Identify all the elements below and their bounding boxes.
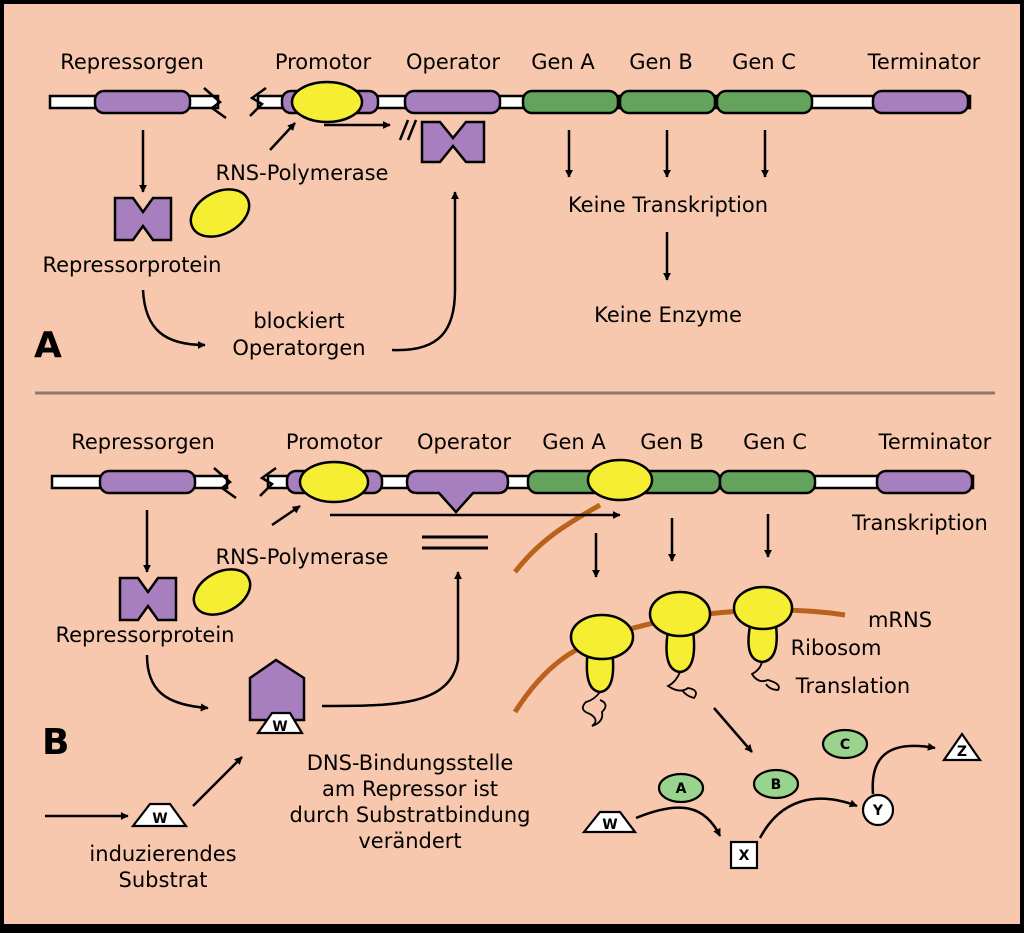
operator-gene-b (405, 469, 510, 514)
label-keine-enzyme: Keine Enzyme (594, 303, 742, 327)
enzyme-a-letter: A (676, 781, 687, 797)
inducer-bound-to-repressor (255, 711, 304, 735)
product-x-letter: X (739, 848, 750, 864)
rna-polymerase-free-a (189, 188, 251, 238)
product-x (729, 840, 759, 870)
product-y (861, 793, 895, 827)
repressor-protein-b (118, 576, 178, 622)
label-operatorgen: Operatorgen (232, 336, 365, 360)
rna-polymerase-transcribing (586, 458, 654, 502)
gene-a-a (521, 89, 620, 115)
label-operator-b: Operator (417, 430, 511, 454)
label-dns-line3: durch Substratbindung (290, 803, 531, 827)
repressor-bound-operator (420, 120, 486, 164)
panel-a: Repressorgen Promotor Operator Gen A Gen… (34, 50, 981, 366)
panel-letter-a: A (34, 325, 62, 366)
rna-polymerase-on-promoter-a (290, 80, 364, 124)
panel-b: Repressorgen Promotor Operator Gen A Gen… (42, 430, 992, 892)
terminator-gene-b (875, 469, 974, 495)
label-substrat: Substrat (119, 868, 208, 892)
label-dns-line1: DNS-Bindungsstelle (307, 751, 514, 775)
label-gen-a-a: Gen A (531, 50, 595, 74)
label-translation: Translation (795, 674, 910, 698)
label-induzierendes: induzierendes (89, 842, 236, 866)
enzyme-b (752, 768, 800, 800)
label-rns-polymerase-a: RNS-Polymerase (216, 161, 389, 185)
label-gen-b-b: Gen B (640, 430, 704, 454)
inducer-substrate-free (130, 802, 189, 828)
repressor-protein-a (113, 196, 173, 242)
dna-strand-a (48, 80, 972, 124)
label-gen-c-b: Gen C (743, 430, 807, 454)
rna-polymerase-on-promoter-b (298, 460, 370, 504)
ribosome-1 (569, 613, 635, 727)
enzyme-c (821, 728, 869, 760)
label-gen-a-b: Gen A (542, 430, 606, 454)
inducer-letter-bound: W (272, 719, 287, 735)
label-terminator-b: Terminator (878, 430, 992, 454)
product-y-letter: Y (872, 803, 884, 819)
label-gen-c-a: Gen C (732, 50, 796, 74)
label-repressorprotein-b: Repressorprotein (55, 623, 234, 647)
label-repressorgen-a: Repressorgen (60, 50, 204, 74)
label-repressorgen-b: Repressorgen (71, 430, 215, 454)
label-promotor-b: Promotor (286, 430, 383, 454)
gene-c-b (718, 469, 817, 495)
panel-letter-b: B (42, 722, 69, 763)
operator-gene-a (403, 89, 502, 115)
dna-strand-b (50, 458, 975, 514)
enzyme-c-letter: C (840, 737, 850, 753)
repressor-inactivated (248, 658, 306, 722)
label-mrns: mRNS (868, 608, 932, 632)
label-dns-line2: am Repressor ist (322, 777, 498, 801)
repressor-gene-b (98, 469, 197, 495)
label-gen-b-a: Gen B (629, 50, 693, 74)
label-blockiert: blockiert (253, 309, 344, 333)
product-z (941, 732, 983, 762)
inducer-letter-free: W (152, 811, 167, 827)
gene-b-a (618, 89, 717, 115)
gene-c-a (715, 89, 814, 115)
ribosome-3 (732, 585, 794, 691)
enzyme-a (657, 772, 705, 804)
label-dns-line4: verändert (358, 829, 461, 853)
label-promotor-a: Promotor (275, 50, 372, 74)
label-transkription: Transkription (851, 511, 988, 535)
label-terminator-a: Terminator (867, 50, 981, 74)
label-ribosom: Ribosom (791, 636, 882, 660)
label-operator-a: Operator (406, 50, 500, 74)
label-keine-transkription: Keine Transkription (568, 193, 768, 217)
label-rns-polymerase-b: RNS-Polymerase (216, 545, 389, 569)
mrna-strand-upper (513, 502, 602, 574)
repressor-gene-a (93, 89, 192, 115)
rna-polymerase-free-b (192, 568, 252, 616)
product-z-letter: Z (957, 744, 967, 760)
terminator-gene-a (871, 89, 970, 115)
ribosome-2 (648, 590, 712, 700)
enzyme-b-letter: B (771, 777, 782, 793)
pathway-substrate-letter: W (602, 817, 617, 833)
pathway-substrate-w (581, 810, 638, 834)
label-repressorprotein-a: Repressorprotein (42, 253, 221, 277)
